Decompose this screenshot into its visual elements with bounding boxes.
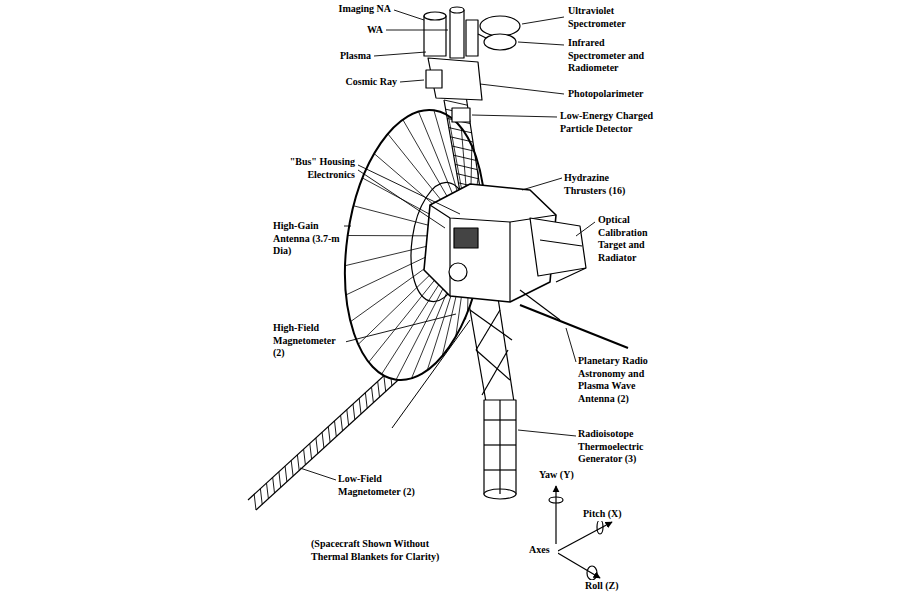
- wide-angle-camera: [450, 7, 464, 13]
- axis-label: Axes: [528, 544, 558, 557]
- boom-lattice: [365, 393, 367, 409]
- boom-lattice: [335, 421, 337, 437]
- imaging-camera: [424, 12, 446, 20]
- boom-lattice: [353, 404, 355, 420]
- wide-angle-camera: [450, 10, 464, 58]
- part-label: Photopolarimeter: [567, 88, 662, 101]
- part-label: "Bus" Housing Electronics: [272, 156, 356, 181]
- part-label: Cosmic Ray: [328, 76, 398, 89]
- boom-lattice: [260, 489, 262, 505]
- boom-lattice: [267, 483, 269, 499]
- part-label: Infrared Spectrometer and Radiometer: [567, 37, 649, 75]
- axes-symbol: [549, 486, 612, 580]
- boom-lattice: [285, 466, 287, 482]
- part-label: High-Gain Antenna (3.7-m Dia): [272, 220, 344, 258]
- part-label: WA: [354, 24, 384, 37]
- boom-lattice: [328, 427, 330, 443]
- boom-lattice: [304, 449, 306, 465]
- boom-lattice: [322, 432, 324, 448]
- axis-label: Pitch (X): [582, 508, 632, 521]
- lecp-detector: [452, 108, 470, 122]
- boom-lattice: [450, 137, 473, 142]
- boom-lattice: [372, 387, 374, 403]
- strut: [556, 268, 586, 282]
- bus-panel: [454, 228, 478, 248]
- part-label: High-Field Magnetometer (2): [272, 322, 346, 360]
- boom-lattice: [341, 415, 343, 431]
- boom-lattice: [347, 410, 349, 426]
- bus-edge: [509, 222, 510, 302]
- boom-lattice: [279, 472, 281, 488]
- part-label: Imaging NA: [322, 3, 392, 16]
- boom-lattice: [359, 398, 361, 414]
- strut: [520, 290, 560, 320]
- iris-dish: [484, 34, 516, 50]
- boom-lattice: [452, 146, 474, 151]
- bus-edge: [449, 218, 450, 296]
- boom-lattice: [297, 455, 299, 471]
- boom-lattice: [457, 174, 479, 179]
- part-label: Ultraviolet Spectrometer: [567, 5, 647, 30]
- boom-lattice: [254, 494, 256, 510]
- boom-lattice: [291, 461, 293, 477]
- part-label: Low-Energy Charged Particle Detector: [559, 110, 659, 135]
- boom-lattice: [455, 164, 477, 169]
- imaging-camera: [424, 16, 446, 56]
- high-gain-dish: [329, 101, 502, 389]
- part-label: Hydrazine Thrusters (16): [563, 172, 643, 197]
- part-label: Planetary Radio Astronomy and Plasma Wav…: [577, 355, 661, 405]
- leader-lines: [300, 10, 595, 480]
- dish-ribs: [345, 110, 485, 379]
- boom-lattice: [444, 100, 467, 105]
- rtg-boom: [468, 298, 516, 499]
- boom-lattice: [273, 477, 275, 493]
- photopolarimeter: [466, 20, 478, 56]
- calibration-target: [540, 240, 582, 246]
- strut: [478, 34, 486, 38]
- boom-lattice: [310, 444, 312, 460]
- part-label: Radioisotope Thermoelectric Generator (3…: [577, 428, 657, 466]
- axis-label: Yaw (Y): [538, 469, 588, 482]
- calibration-target: [530, 218, 586, 276]
- boom-lattice: [384, 376, 386, 392]
- bus-port: [449, 263, 467, 281]
- pra-antenna: [520, 305, 628, 348]
- part-label: Optical Calibration Target and Radiator: [597, 214, 659, 264]
- part-label: Low-Field Magnetometer (2): [337, 473, 431, 498]
- boom-lattice: [449, 128, 472, 133]
- axis-label: Roll (Z): [584, 580, 634, 593]
- boom-lattice: [378, 381, 380, 397]
- uv-spectrometer: [480, 16, 520, 36]
- science-boom: [444, 96, 480, 192]
- boom-lattice: [454, 155, 476, 160]
- boom-lattice: [316, 438, 318, 454]
- part-label: Plasma: [322, 50, 372, 63]
- cosmic-ray-detector: [426, 70, 442, 88]
- note-text: (Spacecraft Shown Without Thermal Blanke…: [310, 538, 460, 563]
